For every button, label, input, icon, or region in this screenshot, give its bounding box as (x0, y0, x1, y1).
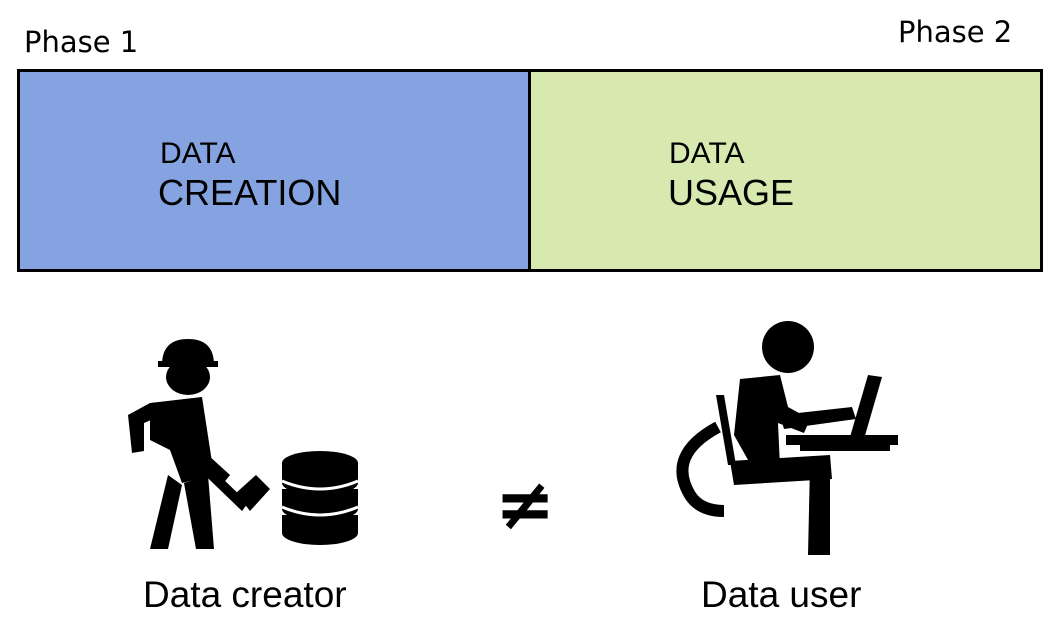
database-icon (281, 451, 359, 545)
usage-band-line1: DATA (669, 137, 745, 170)
not-equal-symbol: ≠ (495, 462, 556, 546)
data-usage-band (528, 69, 1043, 272)
phase-2-label: Phase 2 (898, 15, 1013, 49)
data-creator-caption: Data creator (143, 574, 347, 615)
worker-digging-icon (128, 339, 359, 549)
creation-band-line2: CREATION (158, 172, 342, 213)
data-user-caption: Data user (701, 574, 862, 615)
creation-band-line1: DATA (160, 137, 236, 170)
phase-1-label: Phase 1 (24, 25, 139, 59)
usage-band-line2: USAGE (668, 172, 795, 213)
data-creation-band (17, 69, 531, 272)
person-laptop-icon (676, 321, 898, 555)
